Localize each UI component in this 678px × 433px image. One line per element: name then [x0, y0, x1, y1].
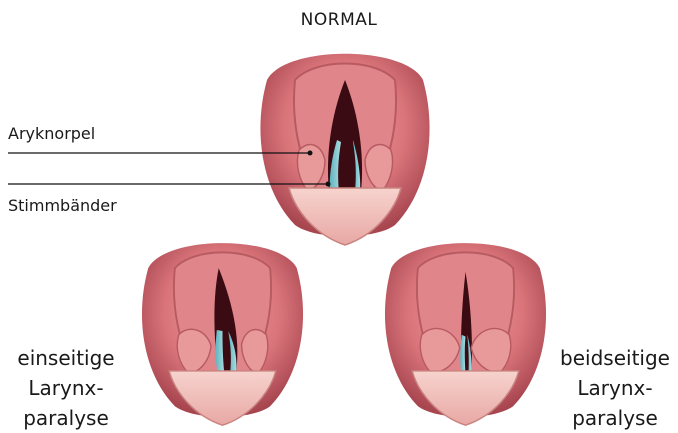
- epiglottis: [169, 371, 276, 425]
- unilateral-line-3: paralyse: [10, 403, 122, 433]
- unilateral-line-1: einseitige: [10, 343, 122, 373]
- bilateral-paralysis-label: beidseitige Larynx- paralyse: [556, 343, 674, 433]
- bilateral-line-2: Larynx-: [556, 373, 674, 403]
- epiglottis: [412, 371, 519, 425]
- diagram-title: NORMAL: [0, 10, 678, 30]
- vocal-folds-label: Stimmbänder: [8, 196, 117, 215]
- larynx-bilateral-paralysis: [378, 230, 553, 430]
- larynx-normal: [255, 40, 435, 250]
- bilateral-line-1: beidseitige: [556, 343, 674, 373]
- larynx-unilateral-paralysis: [135, 230, 310, 430]
- unilateral-line-2: Larynx-: [10, 373, 122, 403]
- unilateral-paralysis-label: einseitige Larynx- paralyse: [10, 343, 122, 433]
- arytenoid-label: Aryknorpel: [8, 124, 95, 143]
- bilateral-line-3: paralyse: [556, 403, 674, 433]
